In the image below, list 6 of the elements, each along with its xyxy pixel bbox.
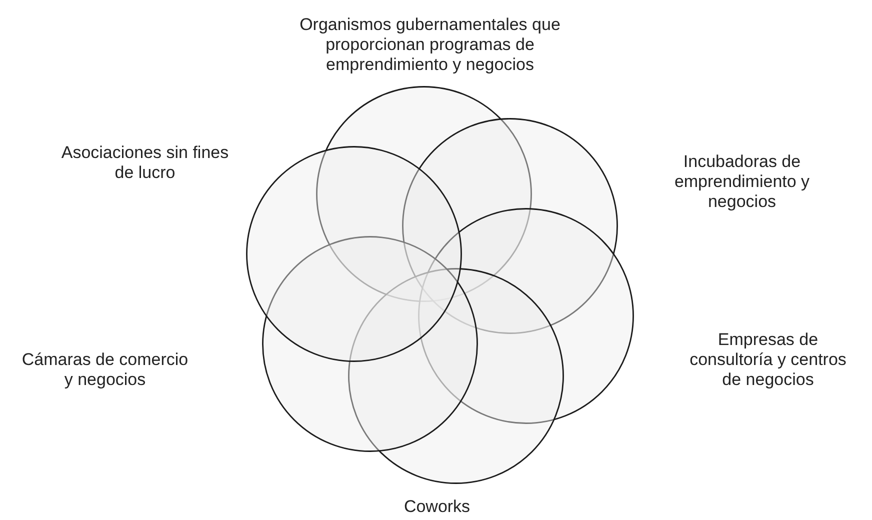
circle-label: Cámaras de comercio y negocios (20, 350, 190, 390)
circle-label: Asociaciones sin fines de lucro (60, 143, 230, 183)
circle-label: Incubadoras de emprendimiento y negocios (673, 152, 811, 212)
circle-label: Coworks (402, 497, 472, 517)
circle-label: Organismos gubernamentales que proporcionan programas de emprendimiento y negocios (298, 15, 562, 75)
circle-label: Empresas de consultoría y centros de negocios (688, 330, 848, 390)
